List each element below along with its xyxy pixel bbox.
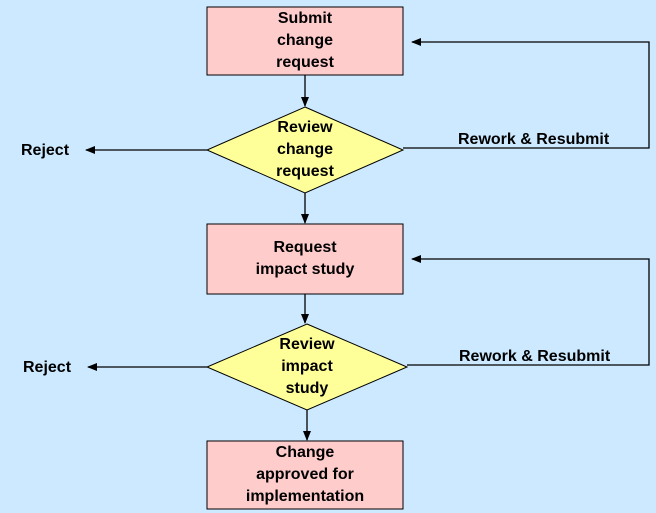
review-impact-study-label: Review impact study: [279, 336, 335, 397]
reject-label-1: Reject: [21, 142, 70, 159]
arrow-rework-loop-2: [407, 255, 650, 366]
change-approved-label: Change approved for implementation: [245, 444, 365, 505]
request-impact-study-label: Request impact study: [255, 239, 355, 278]
review-change-request-label: Review change request: [276, 119, 334, 180]
submit-change-request-box: [206, 6, 404, 76]
rework-resubmit-label-2: Rework & Resubmit: [459, 348, 611, 365]
submit-change-request-label: Submit change request: [276, 10, 334, 71]
change-approved-box: [206, 440, 404, 510]
arrow-rework-loop-1: [403, 38, 650, 149]
reject-label-2: Reject: [23, 359, 72, 376]
rework-resubmit-label-1: Rework & Resubmit: [458, 131, 610, 148]
